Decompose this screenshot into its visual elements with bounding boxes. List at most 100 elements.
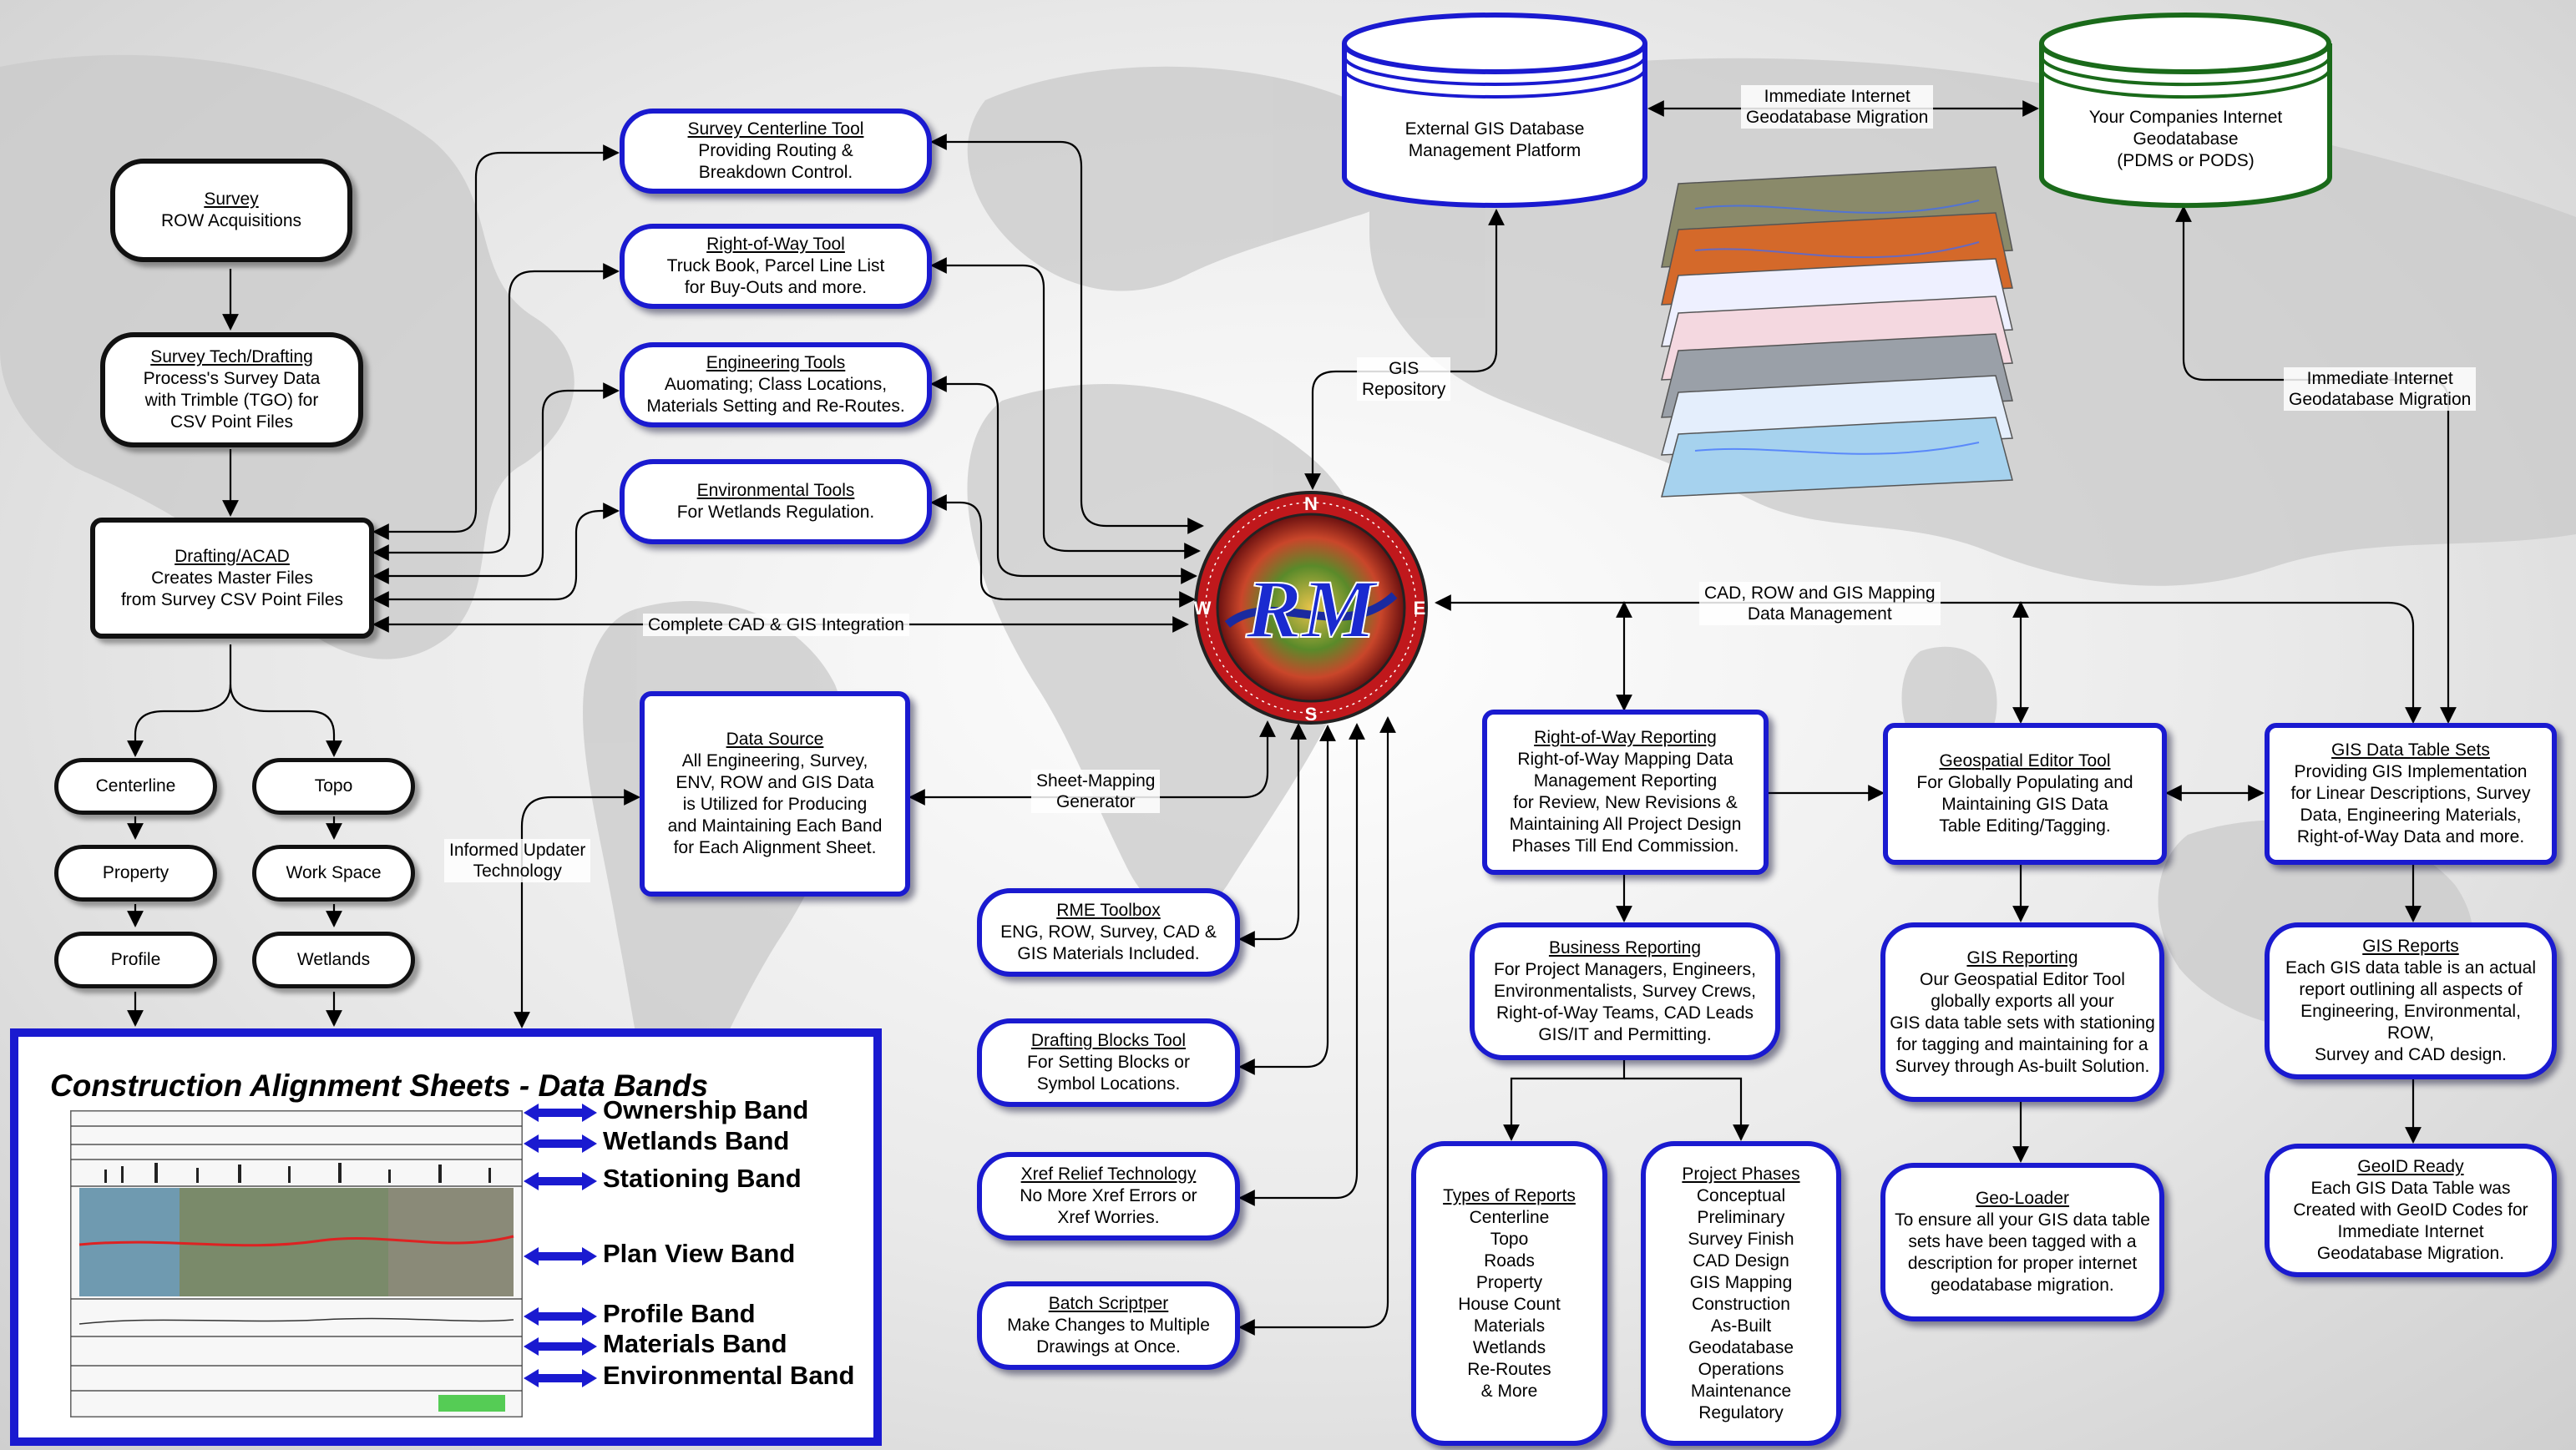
environmental-line1: For Wetlands Regulation. (676, 503, 875, 522)
gis-reports-line: Survey and CAD design. (2315, 1045, 2507, 1064)
layer-workspace[interactable]: Work Space (252, 845, 415, 902)
phase-item: Construction (1692, 1294, 1790, 1314)
types-of-reports-box[interactable]: Types of Reports Centerline Topo Roads P… (1411, 1141, 1607, 1446)
data-source-line: and Maintaining Each Band (667, 816, 883, 836)
gis-data-table-sets-box[interactable]: GIS Data Table Sets Providing GIS Implem… (2265, 723, 2557, 865)
engineering-line2: Materials Setting and Re-Routes. (646, 397, 905, 416)
layer-topo[interactable]: Topo (252, 758, 415, 815)
phase-item: As-Built (1710, 1316, 1772, 1336)
report-type-item: House Count (1458, 1294, 1561, 1314)
drafting-title: Drafting/ACAD (175, 546, 290, 566)
informed-updater-label: Informed Updater Technology (444, 839, 591, 882)
report-type-item: Materials (1473, 1316, 1546, 1336)
gis-reporting-line: Survey through As-built Solution. (1895, 1056, 2150, 1076)
survey-tech-title: Survey Tech/Drafting (150, 347, 313, 366)
batch-scriptper-tool[interactable]: Batch Scriptper Make Changes to Multiple… (977, 1281, 1240, 1370)
business-reporting-box[interactable]: Business Reporting For Project Managers,… (1470, 922, 1780, 1060)
row-reporting-line: Management Reporting (1533, 771, 1718, 791)
rme-toolbox-line2: GIS Materials Included. (1017, 944, 1200, 963)
compass-west: W (1194, 598, 1212, 619)
environmental-tools[interactable]: Environmental Tools For Wetlands Regulat… (620, 459, 932, 544)
gis-tables-line: Providing GIS Implementation (2294, 762, 2528, 781)
survey-centerline-tool[interactable]: Survey Centerline Tool Providing Routing… (620, 109, 932, 194)
survey-tech-box[interactable]: Survey Tech/Drafting Process's Survey Da… (100, 332, 363, 447)
rme-toolbox-title: RME Toolbox (1056, 901, 1161, 920)
environmental-title: Environmental Tools (696, 481, 855, 500)
layer-profile-label: Profile (110, 950, 161, 969)
business-line: Right-of-Way Teams, CAD Leads (1495, 1003, 1754, 1023)
survey-tech-line2: with Trimble (TGO) for (144, 391, 319, 410)
layer-workspace-label: Work Space (286, 863, 382, 882)
company-geodatabase[interactable]: Your Companies Internet Geodatabase (PDM… (2037, 10, 2334, 210)
drafting-line2: from Survey CSV Point Files (120, 589, 344, 609)
survey-centerline-line2: Breakdown Control. (698, 163, 853, 182)
engineering-tools[interactable]: Engineering Tools Auomating; Class Locat… (620, 342, 932, 427)
drafting-blocks-line1: For Setting Blocks or (1027, 1053, 1190, 1072)
band-arrow-icon (524, 1369, 597, 1387)
rm-compass-logo[interactable]: RM N S E W (1190, 487, 1432, 729)
survey-tech-line1: Process's Survey Data (143, 369, 321, 388)
engineering-title: Engineering Tools (706, 353, 846, 372)
phase-item: Operations (1698, 1359, 1784, 1379)
data-source-box[interactable]: Data Source All Engineering, Survey, ENV… (640, 691, 910, 897)
drafting-blocks-line2: Symbol Locations. (1036, 1074, 1181, 1094)
gis-reporting-title: GIS Reporting (1966, 947, 2078, 968)
phase-item: Survey Finish (1688, 1229, 1794, 1249)
construction-alignment-sheets-panel[interactable]: Construction Alignment Sheets - Data Ban… (10, 1028, 882, 1446)
report-type-item: Roads (1484, 1250, 1535, 1271)
drafting-acad-box[interactable]: Drafting/ACAD Creates Master Files from … (90, 518, 374, 639)
geo-editor-title: Geospatial Editor Tool (1939, 751, 2111, 770)
immediate-right-line2: Geodatabase Migration (2289, 390, 2472, 409)
drafting-blocks-tool[interactable]: Drafting Blocks Tool For Setting Blocks … (977, 1018, 1240, 1107)
layer-wetlands[interactable]: Wetlands (252, 932, 415, 988)
layer-centerline[interactable]: Centerline (54, 758, 217, 815)
layer-wetlands-label: Wetlands (296, 950, 371, 969)
cad-row-gis-label: CAD, ROW and GIS Mapping Data Management (1699, 582, 1941, 625)
immediate-migration-label-top: Immediate Internet Geodatabase Migration (1741, 85, 1934, 129)
report-type-item: & More (1480, 1381, 1538, 1401)
band-materials: Materials Band (603, 1329, 787, 1358)
project-phases-box[interactable]: Project Phases Conceptual Preliminary Su… (1641, 1141, 1841, 1446)
gis-repo-line1: GIS (1389, 359, 1420, 378)
gis-reports-box[interactable]: GIS Reports Each GIS data table is an ac… (2265, 922, 2557, 1079)
band-arrow-icon (524, 1172, 597, 1190)
xref-relief-tool[interactable]: Xref Relief Technology No More Xref Erro… (977, 1152, 1240, 1240)
geoid-ready-box[interactable]: GeoID Ready Each GIS Data Table was Crea… (2265, 1144, 2557, 1277)
rme-toolbox[interactable]: RME Toolbox ENG, ROW, Survey, CAD & GIS … (977, 888, 1240, 977)
geo-editor-line: For Globally Populating and (1916, 773, 2133, 792)
gis-reporting-box[interactable]: GIS Reporting Our Geospatial Editor Tool… (1880, 922, 2164, 1102)
band-ownership: Ownership Band (603, 1095, 809, 1124)
geospatial-editor-box[interactable]: Geospatial Editor Tool For Globally Popu… (1883, 723, 2167, 865)
survey-centerline-title: Survey Centerline Tool (687, 119, 864, 139)
business-line: GIS/IT and Permitting. (1538, 1024, 1712, 1044)
row-reporting-line: Maintaining All Project Design (1509, 815, 1742, 834)
report-type-item: Property (1475, 1272, 1543, 1292)
geoid-title: GeoID Ready (2357, 1157, 2464, 1176)
row-reporting-line: for Review, New Revisions & (1513, 793, 1738, 812)
gis-tables-line: for Linear Descriptions, Survey (2290, 784, 2531, 803)
band-arrow-icon (524, 1134, 597, 1153)
layer-profile[interactable]: Profile (54, 932, 217, 988)
band-arrow-icon (524, 1104, 597, 1122)
gis-repo-line2: Repository (1362, 380, 1446, 399)
types-reports-title: Types of Reports (1443, 1185, 1576, 1205)
immediate-top-line1: Immediate Internet (1764, 87, 1910, 106)
layer-property[interactable]: Property (54, 845, 217, 902)
external-gis-database[interactable]: External GIS Database Management Platfor… (1340, 10, 1649, 210)
gis-tables-title: GIS Data Table Sets (2331, 740, 2490, 760)
geo-loader-box[interactable]: Geo-Loader To ensure all your GIS data t… (1880, 1163, 2164, 1321)
gis-tables-line: Right-of-Way Data and more. (2296, 827, 2525, 846)
xref-line2: Xref Worries. (1057, 1208, 1160, 1227)
right-of-way-tool[interactable]: Right-of-Way Tool Truck Book, Parcel Lin… (620, 224, 932, 309)
business-line: For Project Managers, Engineers, (1494, 959, 1756, 979)
survey-tech-line3: CSV Point Files (170, 412, 294, 432)
band-wetlands: Wetlands Band (603, 1126, 790, 1155)
company-gis-line1: Your Companies Internet (2088, 108, 2283, 127)
survey-box[interactable]: Survey ROW Acquisitions (110, 159, 352, 262)
gis-reports-line: ROW, (2387, 1023, 2434, 1043)
cas-title: Construction Alignment Sheets - Data Ban… (50, 1069, 709, 1103)
layer-topo-label: Topo (314, 776, 353, 796)
data-source-line: ENV, ROW and GIS Data (676, 773, 874, 792)
row-reporting-box[interactable]: Right-of-Way Reporting Right-of-Way Mapp… (1482, 710, 1769, 875)
external-gis-line2: Management Platform (1408, 141, 1582, 160)
